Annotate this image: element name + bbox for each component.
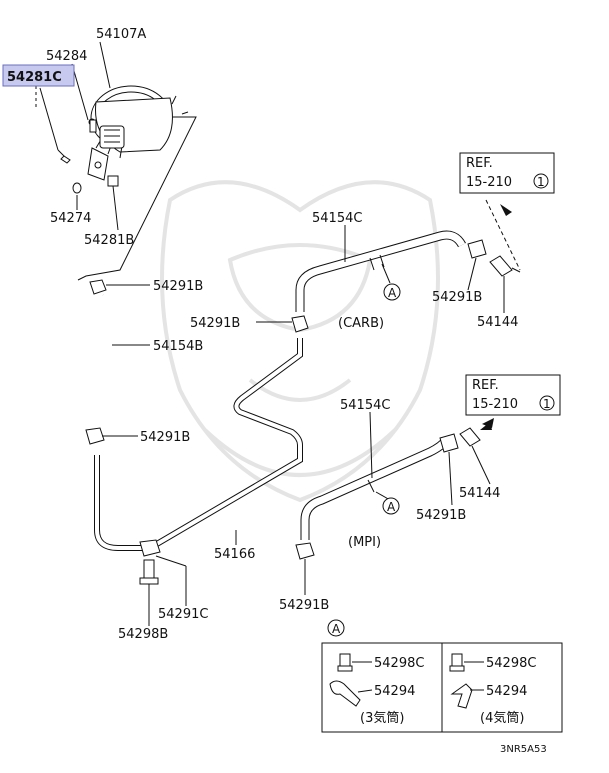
ref-box-1[interactable]: REF. 15-210 1 <box>459 152 555 194</box>
label-54298c-1[interactable]: 54298C <box>374 656 424 671</box>
clip-54291b-mid-left[interactable] <box>85 427 105 445</box>
label-4cyl: (4気筒) <box>480 710 524 726</box>
clip-54291b-center[interactable] <box>291 315 309 333</box>
label-54291b-2[interactable]: 54291B <box>140 430 190 445</box>
highlight-box <box>2 64 75 87</box>
clip-54291b-carb-end[interactable] <box>467 239 487 259</box>
label-3cyl: (3気筒) <box>360 710 404 726</box>
hose-54166[interactable] <box>94 338 303 551</box>
label-54284[interactable]: 54284 <box>46 49 87 64</box>
ref-box-2[interactable]: REF. 15-210 1 <box>465 374 561 416</box>
clip-54291b-top-left[interactable] <box>89 279 107 295</box>
fitting-54144-carb[interactable] <box>489 255 521 277</box>
clip-54291c[interactable] <box>139 539 161 557</box>
detail-a-label: A <box>332 622 341 636</box>
svg-text:A: A <box>387 500 396 514</box>
ref1-circle: 1 <box>537 175 545 189</box>
label-54291b-3[interactable]: 54291B <box>190 316 240 331</box>
pin-54281c[interactable] <box>57 149 71 164</box>
label-54291b-4[interactable]: 54291B <box>432 290 482 305</box>
check-valve-54298b[interactable] <box>139 559 159 594</box>
label-54274[interactable]: 54274 <box>50 211 91 226</box>
hose-54154c-carb[interactable] <box>295 230 466 312</box>
washer-54274[interactable] <box>72 182 82 194</box>
booster-bracket-outline <box>77 116 197 281</box>
detail-a: A 54298C 54294 (3気筒) 54298C 54294 (4気筒) <box>321 619 563 733</box>
label-54281b[interactable]: 54281B <box>84 233 134 248</box>
brake-booster[interactable] <box>87 85 189 187</box>
check-valve-54298c-3cyl[interactable] <box>337 653 353 672</box>
clip-54294-3cyl[interactable] <box>329 680 361 707</box>
callout-a-mpi[interactable]: A <box>382 497 400 515</box>
leader-lines <box>39 41 521 626</box>
check-valve-54298c-4cyl[interactable] <box>449 653 465 672</box>
label-54291b-6[interactable]: 54291B <box>279 598 329 613</box>
ref2-circle: 1 <box>543 397 551 411</box>
hose-54154b[interactable] <box>65 293 129 420</box>
label-54154c-mpi[interactable]: 54154C <box>340 398 390 413</box>
label-54166[interactable]: 54166 <box>214 547 255 562</box>
label-54154b[interactable]: 54154B <box>153 339 203 354</box>
label-54298c-2[interactable]: 54298C <box>486 656 536 671</box>
label-54144-1[interactable]: 54144 <box>477 315 518 330</box>
clip-54291b-mpi-end[interactable] <box>439 433 459 453</box>
ref1-line2: 15-210 <box>466 175 512 190</box>
label-54298b[interactable]: 54298B <box>118 627 168 642</box>
ref2-line2: 15-210 <box>472 397 518 412</box>
ref-arrow-1 <box>500 204 512 216</box>
label-54144-2[interactable]: 54144 <box>459 486 500 501</box>
label-54281c-highlighted[interactable]: 54281C <box>7 70 62 85</box>
diagram-code: 3NR5A53 <box>500 744 547 755</box>
clip-54284[interactable] <box>89 119 97 133</box>
svg-text:A: A <box>388 286 397 300</box>
label-mpi: (MPI) <box>348 535 381 550</box>
label-54291b-1[interactable]: 54291B <box>153 279 203 294</box>
label-54154c-carb[interactable]: 54154C <box>312 211 362 226</box>
ref-arrow-2 <box>482 418 494 428</box>
label-54294-1[interactable]: 54294 <box>374 684 415 699</box>
label-54291b-5[interactable]: 54291B <box>416 508 466 523</box>
ref1-line1: REF. <box>466 156 493 171</box>
label-54294-2[interactable]: 54294 <box>486 684 527 699</box>
ref2-line1: REF. <box>472 378 499 393</box>
label-54107a[interactable]: 54107A <box>96 27 146 42</box>
clip-54294-4cyl[interactable] <box>450 683 473 709</box>
label-54291c[interactable]: 54291C <box>158 607 208 622</box>
label-carb: (CARB) <box>338 316 384 331</box>
callout-a-carb[interactable]: A <box>383 283 401 301</box>
clip-54291b-mpi-bottom[interactable] <box>295 542 315 560</box>
